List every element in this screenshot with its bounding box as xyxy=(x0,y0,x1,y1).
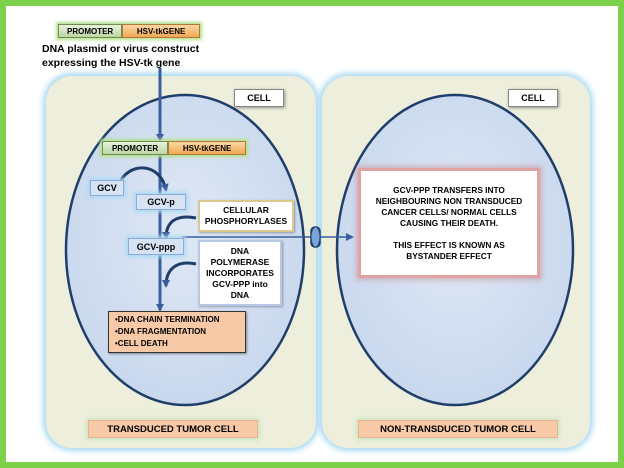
construct-caption-line1: DNA plasmid or virus construct xyxy=(42,43,200,55)
bystander-effect-box: GCV-PPP TRANSFERS INTO NEIGHBOURING NON … xyxy=(358,168,540,278)
polymerase-curve-arrow xyxy=(162,261,197,288)
transduced-tumor-cell-label: TRANSDUCED TUMOR CELL xyxy=(88,420,258,438)
phosphorylase-curve-arrow xyxy=(162,215,197,240)
bystander-line2: NEIGHBOURING NON TRANSDUCED xyxy=(375,195,523,206)
phosphorylases-line2: PHOSPHORYLASES xyxy=(204,216,288,226)
polymerase-line5: DNA xyxy=(230,289,250,300)
cell-promoter-gene: PROMOTER HSV-tkGENE xyxy=(102,141,246,155)
polymerase-line1: DNA xyxy=(230,245,250,256)
bystander-line3: CANCER CELLS/ NORMAL CELLS xyxy=(381,206,517,217)
gcv-curve-arrow xyxy=(118,166,169,192)
gcv-ppp-chip: GCV-ppp xyxy=(128,238,184,255)
right-cell-label: CELL xyxy=(508,89,558,107)
gcv-p-chip: GCV-p xyxy=(136,194,186,210)
construct-promoter-label: PROMOTER xyxy=(58,24,123,38)
membrane-channel-icon xyxy=(310,226,321,248)
left-cell-label: CELL xyxy=(234,89,284,107)
cell-gene-label: HSV-tkGENE xyxy=(168,141,246,155)
dna-polymerase-box: DNA POLYMERASE INCORPORATES GCV-PPP into… xyxy=(198,240,282,306)
effect-line1: THIS EFFECT IS KNOWN AS xyxy=(393,239,505,250)
result-item: •DNA FRAGMENTATION xyxy=(115,327,207,336)
gcv-chip: GCV xyxy=(90,180,124,196)
polymerase-line2: POLYMERASE xyxy=(210,256,270,267)
cell-promoter-label: PROMOTER xyxy=(102,141,169,155)
bystander-line1: GCV-PPP TRANSFERS INTO xyxy=(393,184,505,195)
non-transduced-tumor-cell-label: NON-TRANSDUCED TUMOR CELL xyxy=(358,420,558,438)
cell-death-results-box: •DNA CHAIN TERMINATION •DNA FRAGMENTATIO… xyxy=(108,311,246,353)
construct-gene-label: HSV-tkGENE xyxy=(122,24,200,38)
polymerase-line3: INCORPORATES xyxy=(206,267,274,278)
effect-line2: BYSTANDER EFFECT xyxy=(406,250,492,261)
results-list: •DNA CHAIN TERMINATION •DNA FRAGMENTATIO… xyxy=(115,314,239,350)
polymerase-line4: GCV-PPP into xyxy=(212,278,268,289)
result-item: •CELL DEATH xyxy=(115,339,168,348)
cellular-phosphorylases-box: CELLULAR PHOSPHORYLASES xyxy=(198,200,294,232)
construct-promoter-gene: PROMOTER HSV-tkGENE xyxy=(58,24,200,38)
construct-caption: DNA plasmid or virus construct expressin… xyxy=(42,42,272,70)
construct-caption-line2: expressing the HSV-tk gene xyxy=(42,57,181,69)
result-item: •DNA CHAIN TERMINATION xyxy=(115,315,220,324)
bystander-line4: CAUSING THEIR DEATH. xyxy=(399,217,499,228)
phosphorylases-line1: CELLULAR xyxy=(223,205,269,215)
